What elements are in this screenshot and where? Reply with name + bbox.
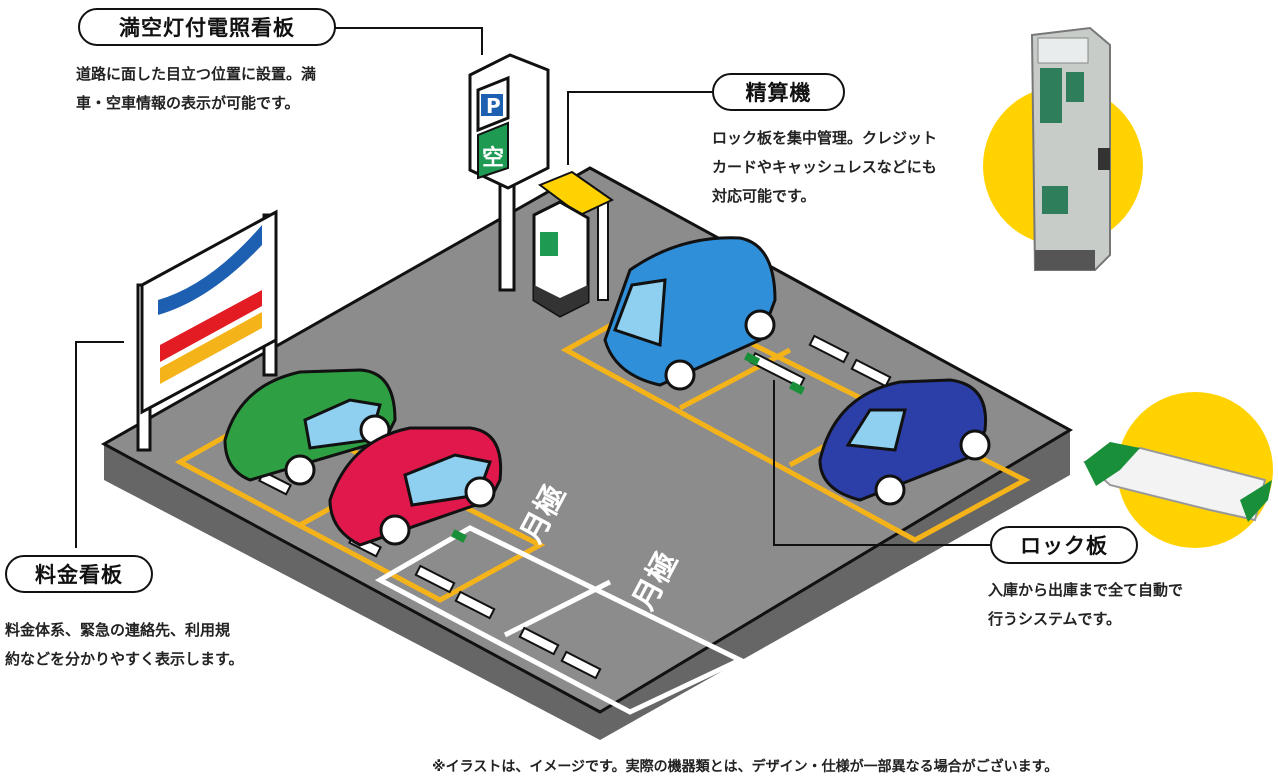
sign-board-desc: 道路に面した目立つ位置に設置。満 車・空車情報の表示が可能です。 <box>76 60 316 118</box>
lock-plate-desc: 入庫から出庫まで全て自動で 行うシステムです。 <box>988 576 1183 634</box>
fee-board-desc-line: 約などを分かりやすく表示します。 <box>5 650 244 668</box>
pay-machine-desc-line: カードやキャッシュレスなどにも <box>712 158 937 176</box>
green-car <box>223 368 397 486</box>
pay-machine-photo <box>1030 26 1111 271</box>
fee-billboard <box>136 209 278 452</box>
navy-car <box>818 378 991 506</box>
ground-lock-plates <box>450 351 806 543</box>
monthly-bay-lines <box>374 525 746 715</box>
asphalt-lot <box>100 166 1074 714</box>
fee-board-desc: 料金体系、緊急の連絡先、利用規 約などを分かりやすく表示します。 <box>5 616 244 674</box>
sign-p-letter: P <box>486 94 501 118</box>
lock-plate-photo <box>1082 442 1272 522</box>
lock-plate-desc-line: 行うシステムです。 <box>988 610 1122 628</box>
lock-plate-label: ロック板 <box>990 526 1138 564</box>
sign-board-label: 満空灯付電照看板 <box>78 8 336 46</box>
illuminated-sign: P 空 <box>468 53 550 292</box>
light-blue-car <box>603 236 777 391</box>
fee-board-desc-line: 料金体系、緊急の連絡先、利用規 <box>5 621 231 639</box>
footnote: ※イラストは、イメージです。実際の機器類とは、デザイン・仕様が一部異なる場合がご… <box>432 759 1059 775</box>
pay-machine-desc-line: ロック板を集中管理。クレジット <box>712 129 938 147</box>
sign-board-desc-line: 道路に面した目立つ位置に設置。満 <box>76 65 317 83</box>
pay-machine-label: 精算機 <box>712 73 845 111</box>
sign-board-desc-line: 車・空車情報の表示が可能です。 <box>76 94 300 112</box>
leader-lines <box>75 27 990 548</box>
pay-machine-desc: ロック板を集中管理。クレジット カードやキャッシュレスなどにも 対応可能です。 <box>712 124 937 211</box>
fee-board-label: 料金看板 <box>5 555 153 593</box>
pay-machine-desc-line: 対応可能です。 <box>712 187 816 205</box>
red-car <box>328 426 503 547</box>
sign-vacant-char: 空 <box>482 145 504 171</box>
lot-pay-machine <box>532 170 614 318</box>
lock-plate-desc-line: 入庫から出庫まで全て自動で <box>988 581 1184 599</box>
